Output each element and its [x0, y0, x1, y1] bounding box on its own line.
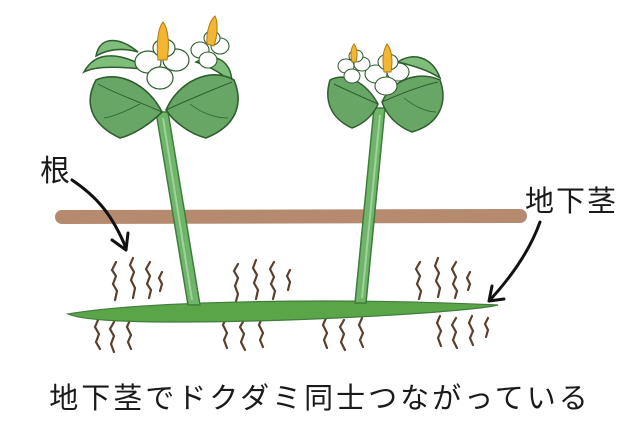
heart-shaped-leaf-icon: [82, 55, 151, 74]
flower-spike: [350, 43, 358, 63]
heart-shaped-leaf-icon: [396, 56, 442, 80]
white-four-petal-flower-icon: [364, 43, 410, 96]
caption-text: 地下茎でドクダミ同士つながっている: [49, 381, 591, 415]
arrow-to-rhizome: [487, 220, 542, 303]
rhizome: [65, 300, 499, 323]
heart-shaped-leaf-icon: [165, 74, 239, 139]
dokudami-plant-left: [82, 15, 239, 139]
root-cluster-lower-3: [321, 316, 365, 352]
root-cluster-upper-2: [232, 258, 292, 303]
heart-shaped-leaf-icon: [89, 76, 163, 139]
arrow-to-root: [70, 178, 130, 252]
flower-spike: [382, 43, 393, 73]
dokudami-plant-right: [327, 43, 444, 133]
stem-right: [354, 107, 386, 304]
flower-spike: [156, 21, 169, 61]
root-label: 根: [40, 154, 71, 189]
root-cluster-lower-1: [93, 318, 133, 354]
root-cluster-upper-1: [110, 256, 164, 302]
stem-right-highlight: [361, 114, 381, 299]
roots-group: [93, 256, 490, 354]
stem-left-highlight: [162, 117, 193, 301]
root-cluster-upper-3: [414, 256, 472, 301]
white-four-petal-flower-icon: [337, 43, 371, 84]
root-cluster-lower-4: [435, 314, 490, 350]
white-four-petal-flower-icon: [134, 21, 190, 90]
flower-spike: [206, 15, 218, 47]
root-cluster-lower-2: [221, 316, 265, 352]
curved-arrow-icon: [488, 220, 542, 302]
heart-shaped-leaf-icon: [94, 39, 139, 58]
curved-arrow-icon: [70, 178, 128, 250]
ground-surface-line: [55, 209, 527, 224]
rhizome-label: 地下茎: [525, 184, 619, 218]
white-four-petal-flower-icon: [190, 15, 230, 69]
